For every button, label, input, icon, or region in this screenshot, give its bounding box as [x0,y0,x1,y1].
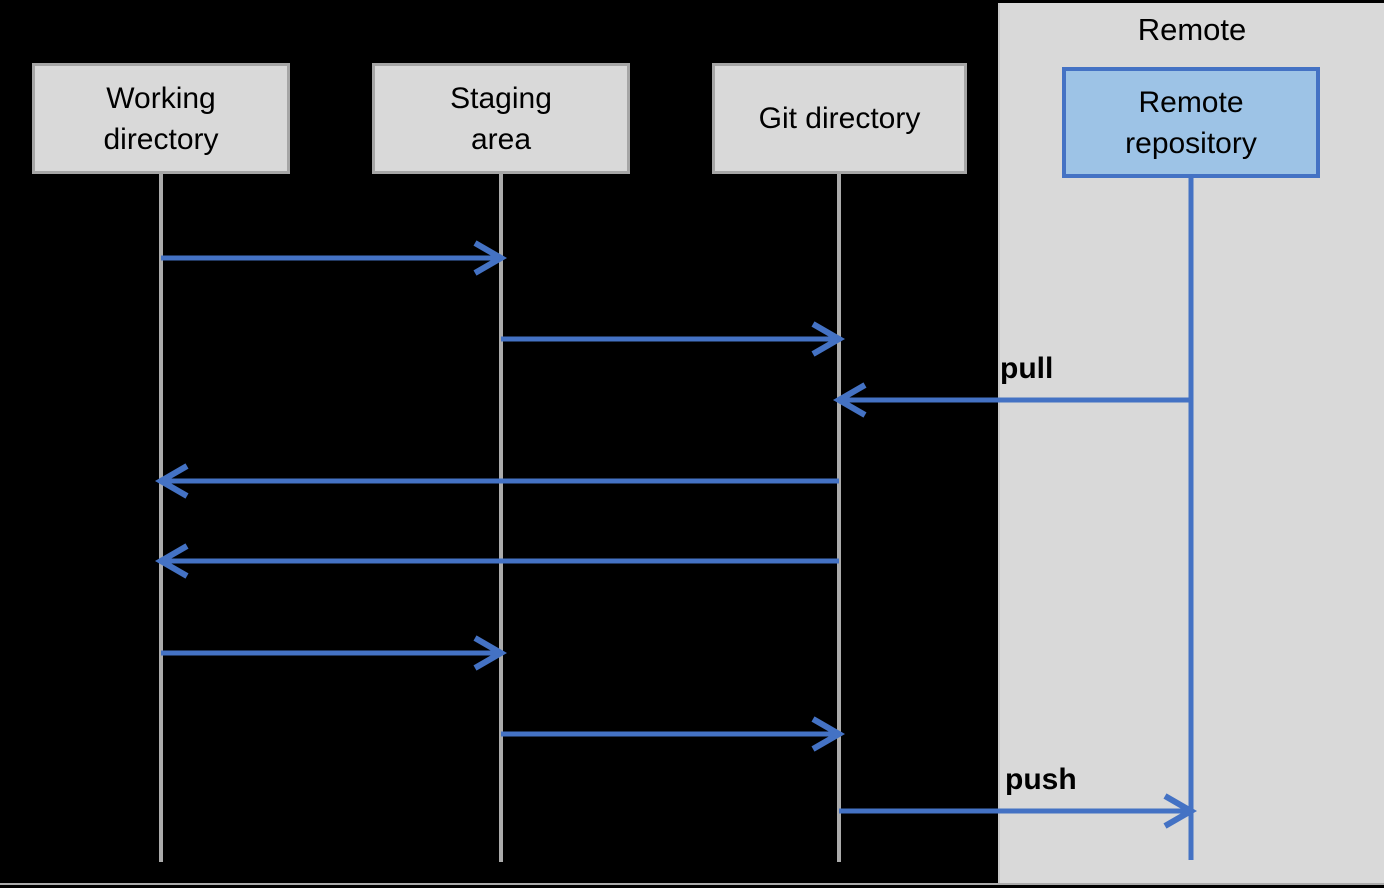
remote-panel-title: Remote [1137,12,1247,47]
node-git-directory: Git directory [712,63,967,174]
pull-arrow-label: pull [1000,352,1054,385]
arrow-head-pull [832,382,867,418]
arrow-head-4 [154,543,189,579]
node-staging-area: Staging area [372,63,630,174]
arrow-head-6 [811,716,846,752]
node-remote-repository: Remote repository [1062,67,1320,178]
bottom-border-line [0,883,1384,885]
arrow-head-5 [473,635,508,671]
arrow-head-push [1163,793,1198,829]
arrow-head-3 [154,463,189,499]
arrow-head-0 [473,240,508,276]
push-arrow-label: push [1005,763,1077,796]
arrow-head-1 [811,321,846,357]
node-working-directory: Working directory [32,63,290,174]
